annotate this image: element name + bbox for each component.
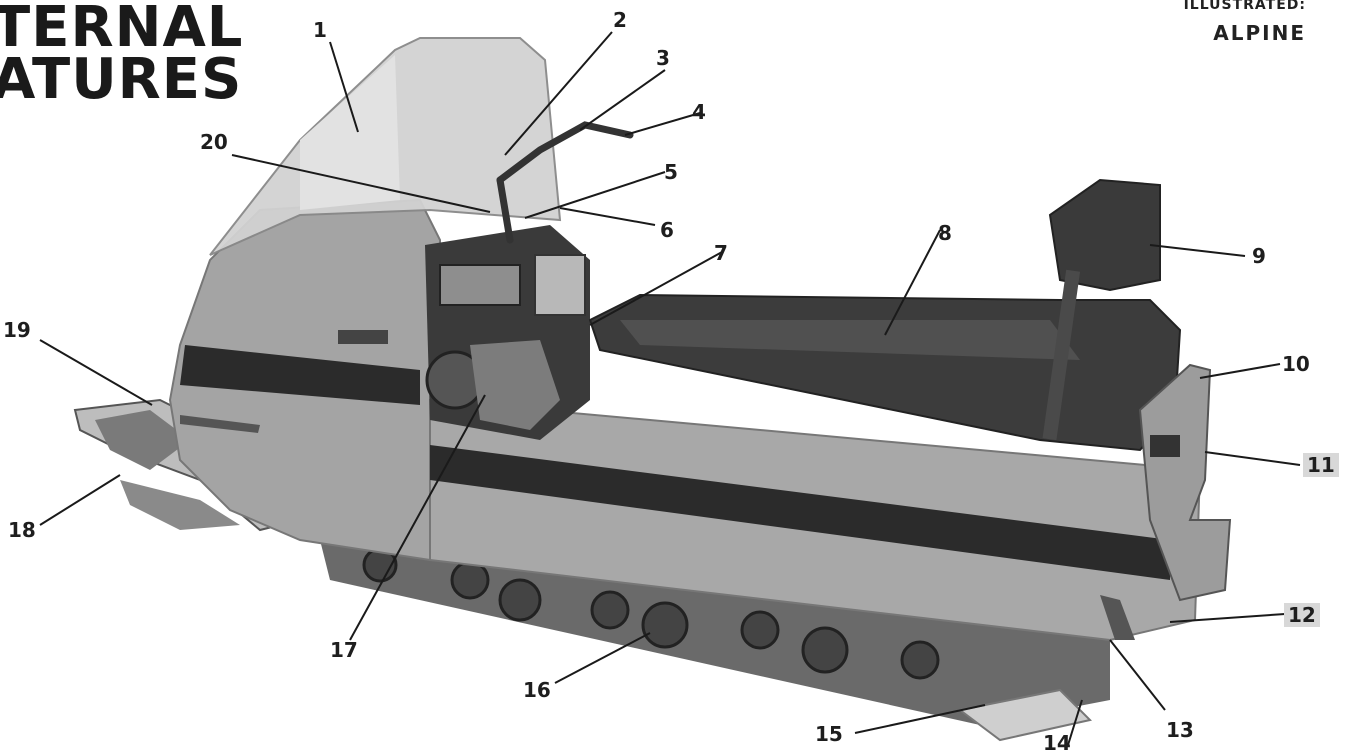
- track-assembly: [320, 540, 1110, 725]
- callout-13: 13: [1166, 718, 1194, 742]
- title-line-2: ATURES: [0, 47, 243, 112]
- console: [425, 225, 590, 440]
- handlebars: [496, 121, 634, 244]
- windshield: [209, 37, 562, 256]
- illustrated-model: ALPINE: [1213, 21, 1306, 45]
- callout-10: 10: [1282, 352, 1310, 376]
- illustrated-caption: ILLUSTRATED: ALPINE: [1184, 0, 1306, 45]
- callout-6: 6: [660, 218, 674, 242]
- callout-12: 12: [1284, 603, 1320, 627]
- illustrated-label: ILLUSTRATED:: [1183, 0, 1306, 13]
- backrest: [1042, 178, 1161, 441]
- page-title: TERNAL ATURES: [0, 0, 244, 112]
- callout-11: 11: [1303, 453, 1339, 477]
- callout-4: 4: [692, 100, 706, 124]
- callout-9: 9: [1252, 244, 1266, 268]
- callout-5: 5: [664, 160, 678, 184]
- callout-20: 20: [200, 130, 228, 154]
- callout-19: 19: [3, 318, 31, 342]
- rear-skid: [957, 688, 1092, 742]
- rear-bumper: [1138, 363, 1232, 602]
- snow-flap: [1100, 595, 1135, 640]
- callout-17: 17: [330, 638, 358, 662]
- hull: [168, 198, 1202, 642]
- leader-lines: [39, 31, 1301, 746]
- callout-1: 1: [313, 18, 327, 42]
- callout-16: 16: [523, 678, 551, 702]
- callout-3: 3: [656, 46, 670, 70]
- nameplate: [338, 330, 388, 344]
- callout-8: 8: [938, 221, 952, 245]
- callout-2: 2: [613, 8, 627, 32]
- seat: [588, 293, 1182, 452]
- callout-14: 14: [1043, 731, 1071, 755]
- callout-7: 7: [714, 241, 728, 265]
- callout-15: 15: [815, 722, 843, 746]
- title-line-1: TERNAL: [0, 0, 244, 60]
- callout-18: 18: [8, 518, 36, 542]
